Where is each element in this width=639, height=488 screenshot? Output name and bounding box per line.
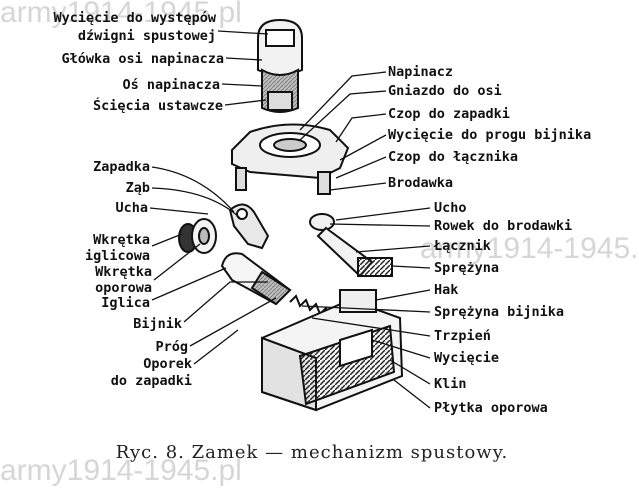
label-wyciecie-do-wystepow: Wycięcie do występów	[53, 10, 216, 26]
label-prog: Próg	[155, 339, 188, 355]
cocking-axis-head	[257, 18, 303, 113]
label-zab: Ząb	[126, 180, 150, 196]
label-os-napinacza: Oś napinacza	[122, 77, 220, 93]
connector	[309, 213, 393, 278]
label-hak: Hak	[434, 282, 458, 298]
label-sprezyna-bijnika: Sprężyna bijnika	[434, 304, 564, 320]
label-do-zapadki: do zapadki	[111, 373, 192, 389]
firing-pin-screws	[178, 218, 217, 254]
label-czop-do-lacznika: Czop do łącznika	[388, 149, 518, 165]
label-wyciecie-do-progu-bijnika: Wycięcie do progu bijnika	[388, 127, 591, 143]
label-ucha: Ucha	[115, 200, 148, 216]
label-plytka-oporowa: Płytka oporowa	[434, 400, 548, 416]
sear	[228, 203, 270, 250]
label-glowka-osi-napinacza: Główka osi napinacza	[61, 51, 224, 67]
label-brodawka: Brodawka	[388, 175, 453, 191]
label-ucho: Ucho	[434, 200, 467, 216]
label-wkretka-oporowa-2: oporowa	[95, 280, 152, 296]
label-napinacz: Napinacz	[388, 64, 453, 80]
label-sciecia-ustawcze: Ścięcia ustawcze	[93, 96, 223, 114]
label-bijnik: Bijnik	[133, 316, 182, 332]
label-rowek-do-brodawki: Rowek do brodawki	[434, 218, 572, 234]
cocking-piece	[231, 123, 350, 195]
label-oporek: Oporek	[143, 356, 192, 372]
watermark: army1914-1945.pl	[0, 454, 242, 487]
watermark: army1914-1945.pl	[420, 232, 639, 265]
striker	[220, 252, 292, 306]
label-trzpien: Trzpień	[434, 328, 491, 344]
trigger-housing	[261, 289, 404, 412]
label-zapadka: Zapadka	[93, 159, 150, 175]
label-gniazdo-do-osi: Gniazdo do osi	[388, 83, 502, 99]
leader-lines	[149, 30, 431, 409]
label-sprezyna: Sprężyna	[434, 260, 499, 276]
label-dzwigni-spustowej: dźwigni spustowej	[78, 28, 216, 44]
watermark: army1914-1945.pl	[0, 0, 242, 29]
label-wkretka-iglicowa-2: iglicowa	[85, 248, 150, 264]
label-czop-do-zapadki: Czop do zapadki	[388, 106, 510, 122]
figure-caption: Ryc. 8. Zamek — mechanizm spustowy.	[116, 442, 508, 463]
label-wyciecie: Wycięcie	[434, 350, 499, 366]
label-wkretka-iglicowa-1: Wkrętka	[93, 232, 150, 248]
label-wkretka-oporowa-1: Wkrętka	[95, 264, 152, 280]
label-klin: Klin	[434, 376, 467, 392]
label-lacznik: Łącznik	[433, 238, 491, 254]
label-iglica: Iglica	[101, 295, 150, 311]
